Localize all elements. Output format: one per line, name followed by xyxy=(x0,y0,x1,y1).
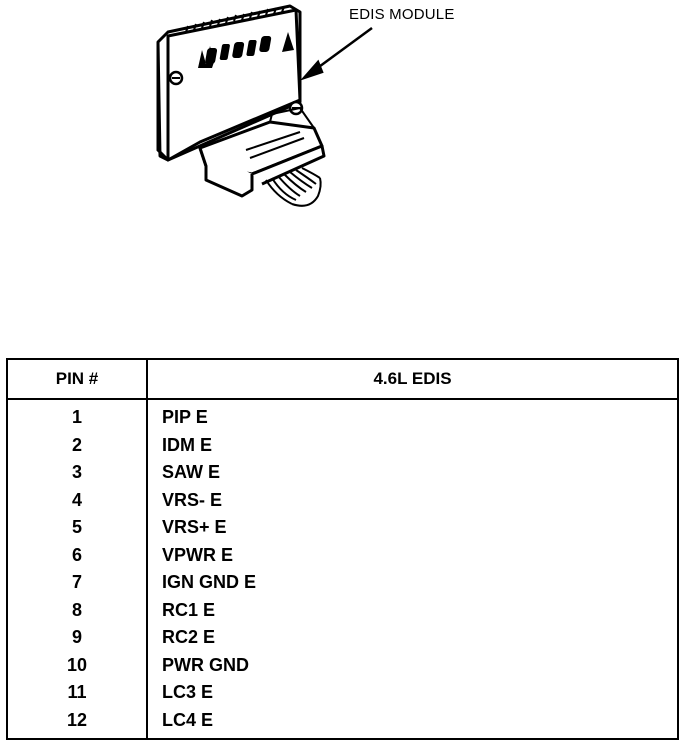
pin-number-header: PIN # xyxy=(7,359,148,400)
signal-name-cell: VRS+ E xyxy=(162,517,227,538)
table-row: 4 VRS- E xyxy=(7,486,678,514)
pin-number-cell: 6 xyxy=(7,541,148,569)
table-row: 5 VRS+ E xyxy=(7,514,678,542)
signal-name-cell: VRS- E xyxy=(162,489,223,510)
signal-name-cell: RC2 E xyxy=(162,627,216,648)
pin-number-cell: 3 xyxy=(7,459,148,487)
signal-name-cell: IGN GND E xyxy=(162,572,257,593)
pin-number-cell: 5 xyxy=(7,514,148,542)
table-row: 11 LC3 E xyxy=(7,679,678,707)
pin-number-cell: 4 xyxy=(7,486,148,514)
table-row: 7 IGN GND E xyxy=(7,569,678,597)
edis-module-callout-label: EDIS MODULE xyxy=(349,6,455,23)
callout-arrow xyxy=(300,26,373,81)
pin-number-cell: 11 xyxy=(7,679,148,707)
table-row: 2 IDM E xyxy=(7,431,678,459)
signal-name-cell: RC1 E xyxy=(162,599,216,620)
table-row: 12 LC4 E xyxy=(7,706,678,739)
signal-name-cell: VPWR E xyxy=(162,544,234,565)
pin-number-cell: 7 xyxy=(7,569,148,597)
table-row: 9 RC2 E xyxy=(7,624,678,652)
table-header-row: PIN # 4.6L EDIS xyxy=(7,359,678,400)
pinout-table: PIN # 4.6L EDIS 1 PIP E 2 IDM E 3 SAW E … xyxy=(6,358,679,740)
motorola-logo xyxy=(198,32,294,68)
signal-name-cell: LC3 E xyxy=(162,682,214,703)
table-row: 1 PIP E xyxy=(7,399,678,432)
pin-number-cell: 2 xyxy=(7,431,148,459)
pin-number-cell: 1 xyxy=(7,399,148,432)
signal-name-cell: IDM E xyxy=(162,434,213,455)
edis-module-illustration xyxy=(156,4,373,207)
pin-number-cell: 8 xyxy=(7,596,148,624)
table-row: 3 SAW E xyxy=(7,459,678,487)
table-row: 10 PWR GND xyxy=(7,651,678,679)
wire-harness xyxy=(265,167,322,207)
pin-number-cell: 10 xyxy=(7,651,148,679)
table-row: 6 VPWR E xyxy=(7,541,678,569)
signal-name-cell: PWR GND xyxy=(162,654,249,675)
signal-header: 4.6L EDIS xyxy=(147,359,678,400)
signal-name-cell: SAW E xyxy=(162,462,221,483)
signal-name-cell: PIP E xyxy=(162,407,208,428)
pin-number-cell: 9 xyxy=(7,624,148,652)
table-row: 8 RC1 E xyxy=(7,596,678,624)
pin-number-cell: 12 xyxy=(7,706,148,739)
signal-name-cell: LC4 E xyxy=(162,709,214,730)
